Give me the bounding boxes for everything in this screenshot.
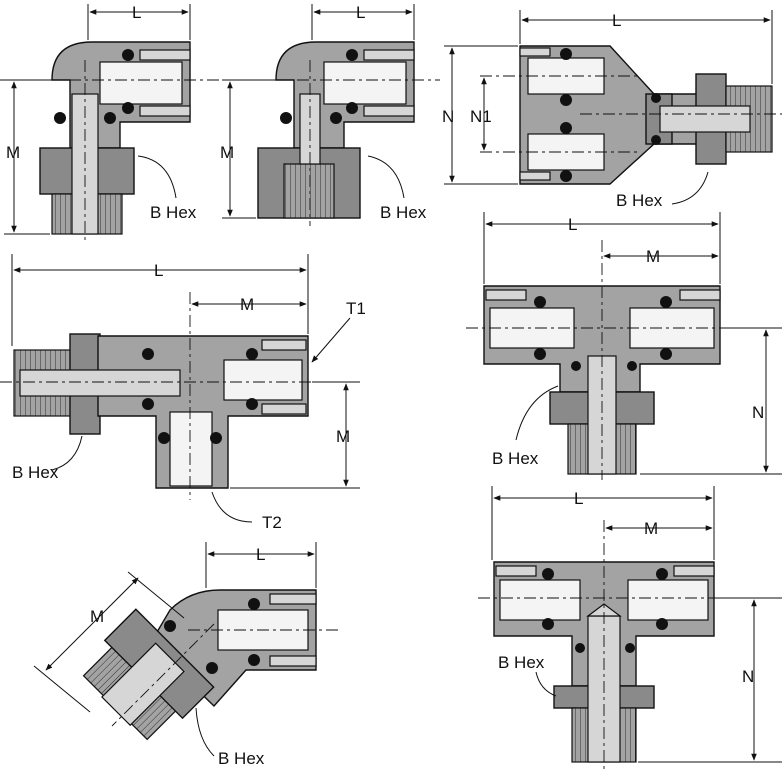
y-connector-fitting [480, 45, 782, 185]
male-run-tee-dimensions: L M N B Hex [491, 486, 782, 763]
branch-tee-b-hex-label: B Hex [12, 463, 59, 482]
male-elbow-b-hex-label: B Hex [150, 203, 197, 222]
male-run-tee-b-hex-label: B Hex [498, 653, 545, 672]
elbow-45-b-hex-label: B Hex [218, 749, 265, 768]
branch-tee-fitting [0, 292, 360, 500]
y-connector-n-label: N [442, 107, 454, 126]
female-elbow-b-hex-label: B Hex [380, 203, 427, 222]
female-elbow-m-label: M [220, 143, 234, 162]
female-run-tee-n-label: N [752, 403, 764, 422]
male-elbow-dimensions: L M B Hex [4, 3, 197, 235]
female-run-tee-fitting [466, 240, 782, 480]
male-run-tee-l-label: L [574, 489, 583, 508]
elbow-45-m-label: M [90, 607, 104, 626]
branch-tee-l-label: L [154, 261, 163, 280]
female-run-tee-dimensions: L M N B Hex [483, 212, 782, 475]
female-elbow-l-label: L [356, 3, 365, 22]
male-run-tee-m-label: M [644, 519, 658, 538]
y-connector-n1-label: N1 [470, 107, 492, 126]
branch-tee-m-label: M [240, 295, 254, 314]
elbow-45-dimensions: L M B Hex [33, 542, 317, 768]
elbow-45-fitting [82, 589, 340, 741]
male-elbow-fitting [0, 41, 220, 240]
y-connector-dimensions: L N N1 B Hex [442, 10, 773, 210]
female-run-tee-l-label: L [568, 215, 577, 234]
female-elbow-dimensions: L M B Hex [220, 3, 427, 222]
male-elbow-m-label: M [6, 143, 20, 162]
y-connector-l-label: L [612, 11, 621, 30]
branch-tee-t2-label: T2 [262, 513, 282, 532]
branch-tee-m-vertical-label: M [336, 427, 350, 446]
female-run-tee-m-label: M [646, 247, 660, 266]
male-run-tee-n-label: N [742, 667, 754, 686]
y-connector-b-hex-label: B Hex [616, 191, 663, 210]
elbow-45-l-label: L [256, 545, 265, 564]
male-elbow-l-label: L [132, 3, 141, 22]
branch-tee-dimensions: L M M T1 T2 B Hex [11, 254, 366, 532]
female-run-tee-b-hex-label: B Hex [492, 449, 539, 468]
male-run-tee-fitting [478, 520, 782, 770]
female-elbow-fitting [228, 41, 440, 226]
branch-tee-t1-label: T1 [346, 299, 366, 318]
